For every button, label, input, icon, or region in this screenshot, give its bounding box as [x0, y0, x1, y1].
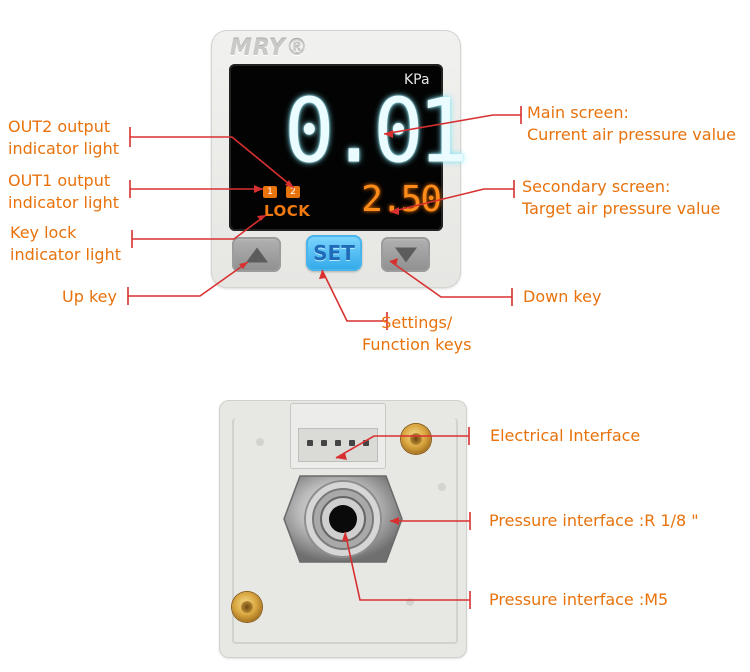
out2-indicator-led: 2 [286, 186, 300, 198]
up-key-leader [127, 261, 249, 305]
secondary-screen-callout: Secondary screen: Target air pressure va… [522, 176, 720, 220]
up-key-callout-text: Up key [62, 287, 117, 306]
settings-leader [321, 269, 388, 330]
connector-pin [307, 440, 313, 446]
main-screen-leader [383, 106, 522, 135]
mount-hole [256, 438, 264, 446]
electrical-callout-text: Electrical Interface [490, 426, 641, 445]
r18-callout-text: Pressure interface :R 1/8 " [489, 511, 699, 530]
target-pressure-readout: 2.50 [361, 179, 442, 220]
main-screen-callout-text: Main screen: Current air pressure value [527, 103, 736, 144]
electrical-leader [335, 427, 470, 459]
m5-callout: Pressure interface :M5 [489, 589, 668, 611]
main-screen-callout: Main screen: Current air pressure value [527, 102, 736, 146]
connector-pin [335, 440, 341, 446]
connector-pin [363, 440, 369, 446]
secondary-screen-leader [389, 180, 515, 213]
connector-pin [349, 440, 355, 446]
r18-leader [390, 512, 471, 530]
key-lock-callout-text: Key lock indicator light [10, 223, 121, 264]
out2-leader [129, 127, 295, 189]
brand-logo: MRY® [230, 36, 309, 61]
down-key-callout: Down key [523, 286, 601, 308]
out1-leader [129, 180, 263, 198]
main-pressure-readout: 0.01 [284, 79, 468, 183]
out1-callout-text: OUT1 output indicator light [8, 171, 119, 212]
display-screen [229, 64, 443, 231]
down-key-leader [389, 260, 513, 306]
key-lock-callout: Key lock indicator light [10, 222, 121, 266]
pressure-unit: KPa [404, 72, 430, 88]
out2-callout: OUT2 output indicator light [8, 116, 119, 160]
key-lock-leader [131, 214, 267, 248]
m5-leader [344, 531, 471, 609]
triangle-up-icon [245, 247, 268, 262]
up-key-callout: Up key [62, 286, 117, 308]
settings-callout-text: Settings/ Function keys [362, 313, 472, 354]
settings-callout: Settings/ Function keys [362, 312, 471, 356]
rear-panel-groove [232, 418, 458, 644]
set-key-button[interactable]: SET [306, 235, 362, 271]
mount-hole [438, 483, 446, 491]
up-key-button[interactable] [232, 237, 281, 272]
triangle-down-icon [394, 247, 417, 262]
secondary-screen-callout-text: Secondary screen: Target air pressure va… [522, 177, 721, 218]
pressure-port-fitting [283, 475, 403, 563]
connector-pin [321, 440, 327, 446]
key-lock-indicator: LOCK [264, 202, 311, 220]
r18-callout: Pressure interface :R 1/8 " [489, 510, 699, 532]
out1-callout: OUT1 output indicator light [8, 170, 119, 214]
m5-callout-text: Pressure interface :M5 [489, 590, 669, 609]
down-key-callout-text: Down key [523, 287, 602, 306]
brass-insert [232, 592, 262, 622]
electrical-callout: Electrical Interface [490, 425, 640, 447]
mount-hole [406, 598, 414, 606]
out2-callout-text: OUT2 output indicator light [8, 117, 119, 158]
down-key-button[interactable] [381, 237, 430, 272]
set-key-label: SET [313, 241, 355, 265]
out1-indicator-led: 1 [263, 186, 277, 198]
